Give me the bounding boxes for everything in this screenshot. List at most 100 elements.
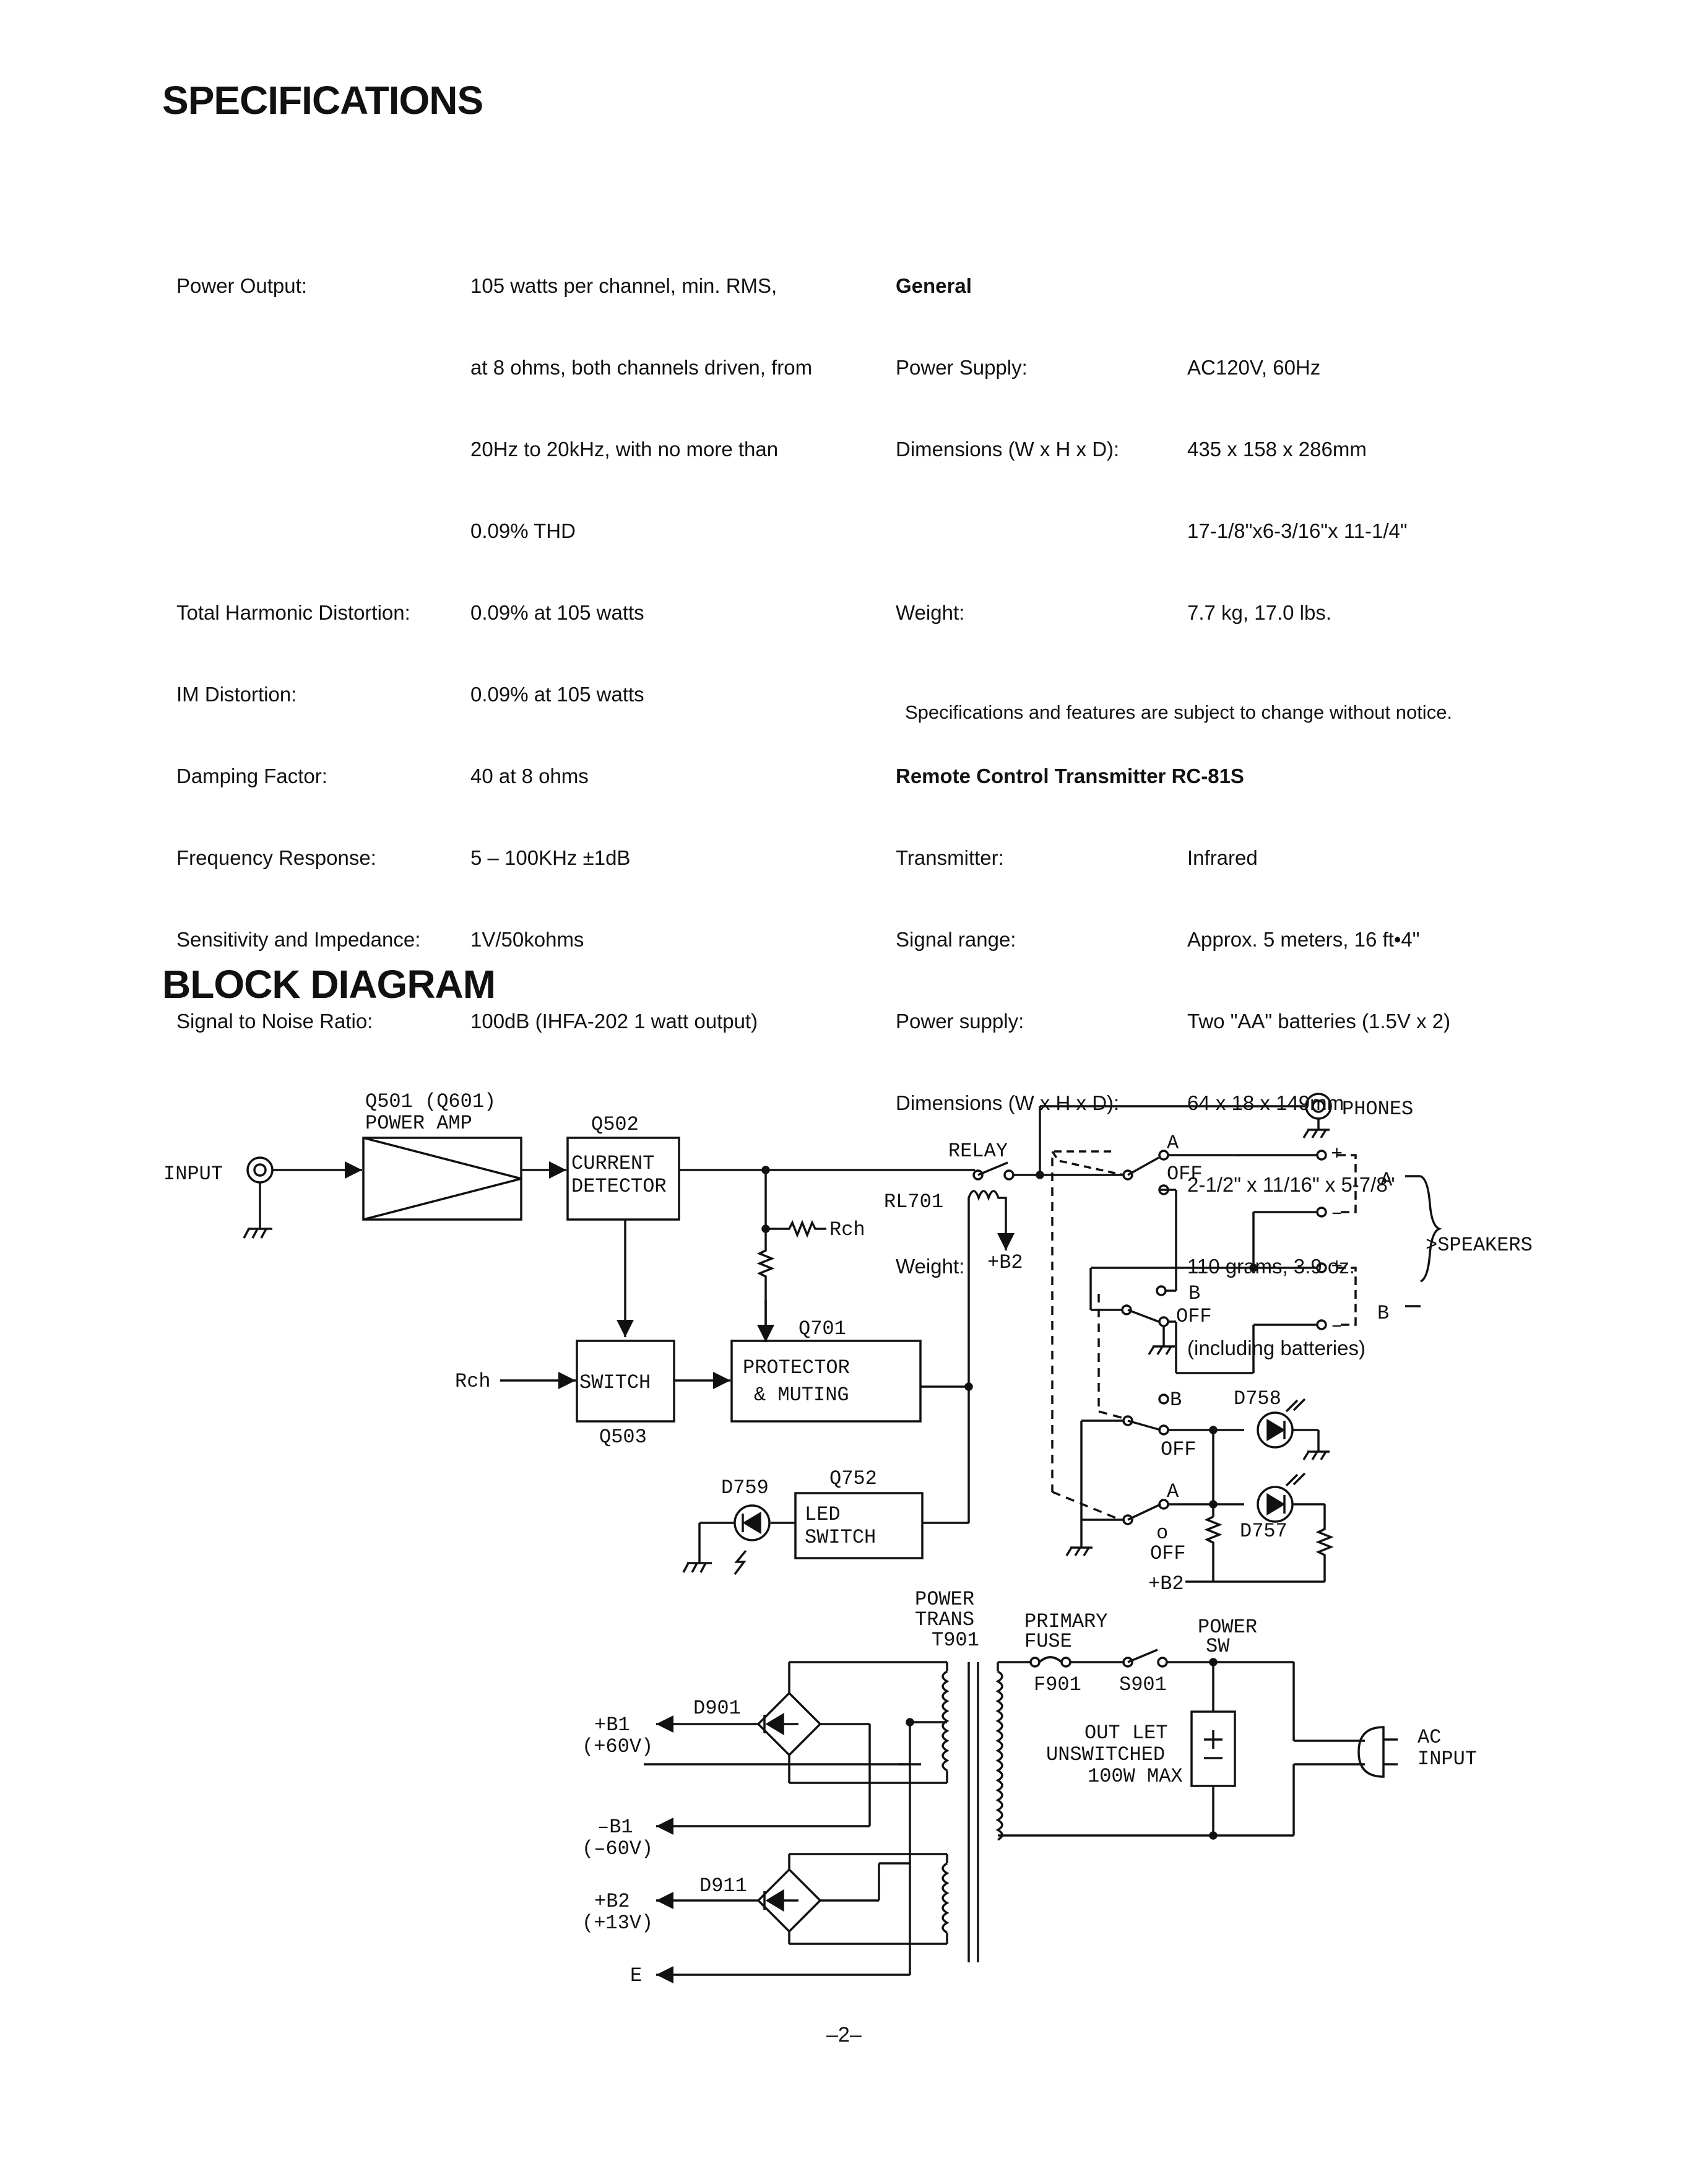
block-diagram-title: BLOCK DIAGRAM bbox=[162, 962, 496, 1007]
t901-label: T901 bbox=[932, 1629, 979, 1652]
rch-input-label: Rch bbox=[455, 1370, 491, 1393]
primary-fuse-label: PRIMARY bbox=[1024, 1610, 1107, 1633]
spec-value: (including batteries) bbox=[1187, 1337, 1366, 1359]
specs-left-values: 105 watts per channel, min. RMS, at 8 oh… bbox=[470, 218, 812, 1062]
spec-label: Signal to Noise Ratio: bbox=[176, 1010, 373, 1033]
resistor-icon bbox=[1315, 1504, 1334, 1582]
spec-value: at 8 ohms, both channels driven, from bbox=[470, 356, 813, 379]
general-heading: General bbox=[896, 274, 972, 297]
spec-value: 0.09% THD bbox=[470, 519, 576, 542]
spec-value: 7.7 kg, 17.0 lbs. bbox=[1187, 601, 1331, 624]
d759-label: D759 bbox=[721, 1476, 769, 1499]
page-number: –2– bbox=[826, 2023, 862, 2047]
q503-label: Q503 bbox=[599, 1426, 647, 1449]
speakers-label: >SPEAKERS bbox=[1426, 1234, 1533, 1257]
b2-plus-voltage: (+13V) bbox=[582, 1912, 653, 1935]
power-amp-label: POWER AMP bbox=[365, 1112, 472, 1135]
switch-b-label: B bbox=[1188, 1282, 1200, 1305]
phones-label: PHONES bbox=[1342, 1098, 1413, 1120]
terminal-minus: – bbox=[1331, 1314, 1343, 1337]
spec-label: Dimensions (W x H x D): bbox=[896, 1091, 1120, 1114]
power-sw-label: POWER bbox=[1198, 1616, 1257, 1639]
muting-label: & MUTING bbox=[754, 1384, 849, 1406]
outlet-label: OUT LET bbox=[1084, 1722, 1167, 1744]
protector-label: PROTECTOR bbox=[743, 1356, 850, 1379]
current-detector-label: CURRENT bbox=[571, 1152, 654, 1175]
spec-value: AC120V, 60Hz bbox=[1187, 356, 1321, 379]
power-transformer-icon bbox=[941, 1662, 1003, 1962]
spec-value: 2-1/2" x 11/16" x 5-7/8" bbox=[1187, 1173, 1395, 1196]
spec-label: Signal range: bbox=[896, 928, 1016, 951]
q752-label: Q752 bbox=[829, 1467, 877, 1490]
spec-value: 105 watts per channel, min. RMS, bbox=[470, 274, 777, 297]
current-detector-label: DETECTOR bbox=[571, 1175, 667, 1198]
specifications-title: SPECIFICATIONS bbox=[162, 78, 483, 123]
terminal-minus: – bbox=[1331, 1202, 1343, 1224]
rl701-label: RL701 bbox=[884, 1190, 943, 1213]
switch-off-label: OFF bbox=[1176, 1305, 1212, 1328]
power-trans-label: TRANS bbox=[915, 1608, 974, 1631]
q701-label: Q701 bbox=[799, 1317, 846, 1340]
d901-label: D901 bbox=[693, 1697, 741, 1720]
switch-off-label: OFF bbox=[1150, 1542, 1186, 1565]
spec-label: Transmitter: bbox=[896, 846, 1004, 869]
speaker-a-label: A bbox=[1380, 1169, 1393, 1192]
terminal-plus: + bbox=[1331, 1255, 1343, 1278]
input-label: INPUT bbox=[163, 1163, 223, 1185]
spec-label: IM Distortion: bbox=[176, 683, 297, 706]
speaker-b-label: B bbox=[1377, 1302, 1389, 1325]
spec-value: 0.09% at 105 watts bbox=[470, 601, 644, 624]
primary-fuse-label: FUSE bbox=[1024, 1630, 1072, 1653]
led-switch-label: SWITCH bbox=[805, 1526, 876, 1549]
switch-a-label: A bbox=[1167, 1480, 1179, 1503]
spec-label: Power supply: bbox=[896, 1010, 1024, 1033]
d759-led-icon bbox=[682, 1504, 771, 1575]
input-jack-icon bbox=[243, 1156, 274, 1239]
b2-bottom-label: +B2 bbox=[1148, 1572, 1184, 1595]
spec-label: Power Output: bbox=[176, 274, 307, 297]
spec-value: 100dB (IHFA-202 1 watt output) bbox=[470, 1010, 758, 1033]
spec-label: Weight: bbox=[896, 1255, 965, 1278]
d757-led-icon bbox=[1257, 1472, 1306, 1523]
b2-plus-label: +B2 bbox=[594, 1890, 630, 1913]
b1-minus-voltage: (–60V) bbox=[582, 1837, 653, 1860]
power-amp-block bbox=[362, 1137, 522, 1221]
f901-label: F901 bbox=[1034, 1673, 1081, 1696]
d757-label: D757 bbox=[1240, 1520, 1288, 1543]
rch-resistor-label: Rch bbox=[829, 1218, 865, 1241]
relay-switch-icon bbox=[972, 1161, 1015, 1181]
spec-value: Two "AA" batteries (1.5V x 2) bbox=[1187, 1010, 1451, 1033]
spec-label: Dimensions (W x H x D): bbox=[896, 438, 1120, 461]
b1-plus-voltage: (+60V) bbox=[582, 1735, 653, 1758]
ac-plug-icon bbox=[1357, 1726, 1398, 1778]
power-sw-label: SW bbox=[1206, 1635, 1230, 1658]
outlet-icon bbox=[1190, 1710, 1236, 1787]
led-switch-label: LED bbox=[805, 1503, 841, 1526]
specs-right-labels: General Power Supply: Dimensions (W x H … bbox=[896, 218, 1244, 1389]
spec-label: Frequency Response: bbox=[176, 846, 376, 869]
spec-label: Total Harmonic Distortion: bbox=[176, 601, 410, 624]
remote-heading: Remote Control Transmitter RC-81S bbox=[896, 765, 1244, 787]
phones-jack-icon bbox=[1302, 1093, 1332, 1138]
spec-label: Weight: bbox=[896, 601, 965, 624]
spec-value: Infrared bbox=[1187, 846, 1258, 869]
spec-label: Damping Factor: bbox=[176, 765, 327, 787]
spec-value: 64 x 18 x 149mm bbox=[1187, 1091, 1344, 1114]
ac-input-label: AC bbox=[1417, 1726, 1441, 1749]
outlet-label: UNSWITCHED bbox=[1046, 1743, 1165, 1766]
s901-label: S901 bbox=[1119, 1673, 1167, 1696]
spec-label: Power Supply: bbox=[896, 356, 1028, 379]
switch-off-label: OFF bbox=[1167, 1163, 1203, 1185]
spec-value: 17-1/8"x6-3/16"x 11-1/4" bbox=[1187, 519, 1408, 542]
relay-label: RELAY bbox=[948, 1140, 1008, 1163]
switch-a-label: A bbox=[1167, 1132, 1179, 1155]
e-label: E bbox=[630, 1964, 642, 1987]
outlet-label: 100W MAX bbox=[1088, 1765, 1183, 1788]
led-switch-block bbox=[794, 1492, 924, 1559]
spec-value: 435 x 158 x 286mm bbox=[1187, 438, 1367, 461]
current-detector-block bbox=[566, 1137, 680, 1221]
switch-o-label: o bbox=[1156, 1522, 1168, 1545]
b2-label: +B2 bbox=[987, 1251, 1023, 1274]
rch-resistor-icon bbox=[766, 1220, 826, 1238]
